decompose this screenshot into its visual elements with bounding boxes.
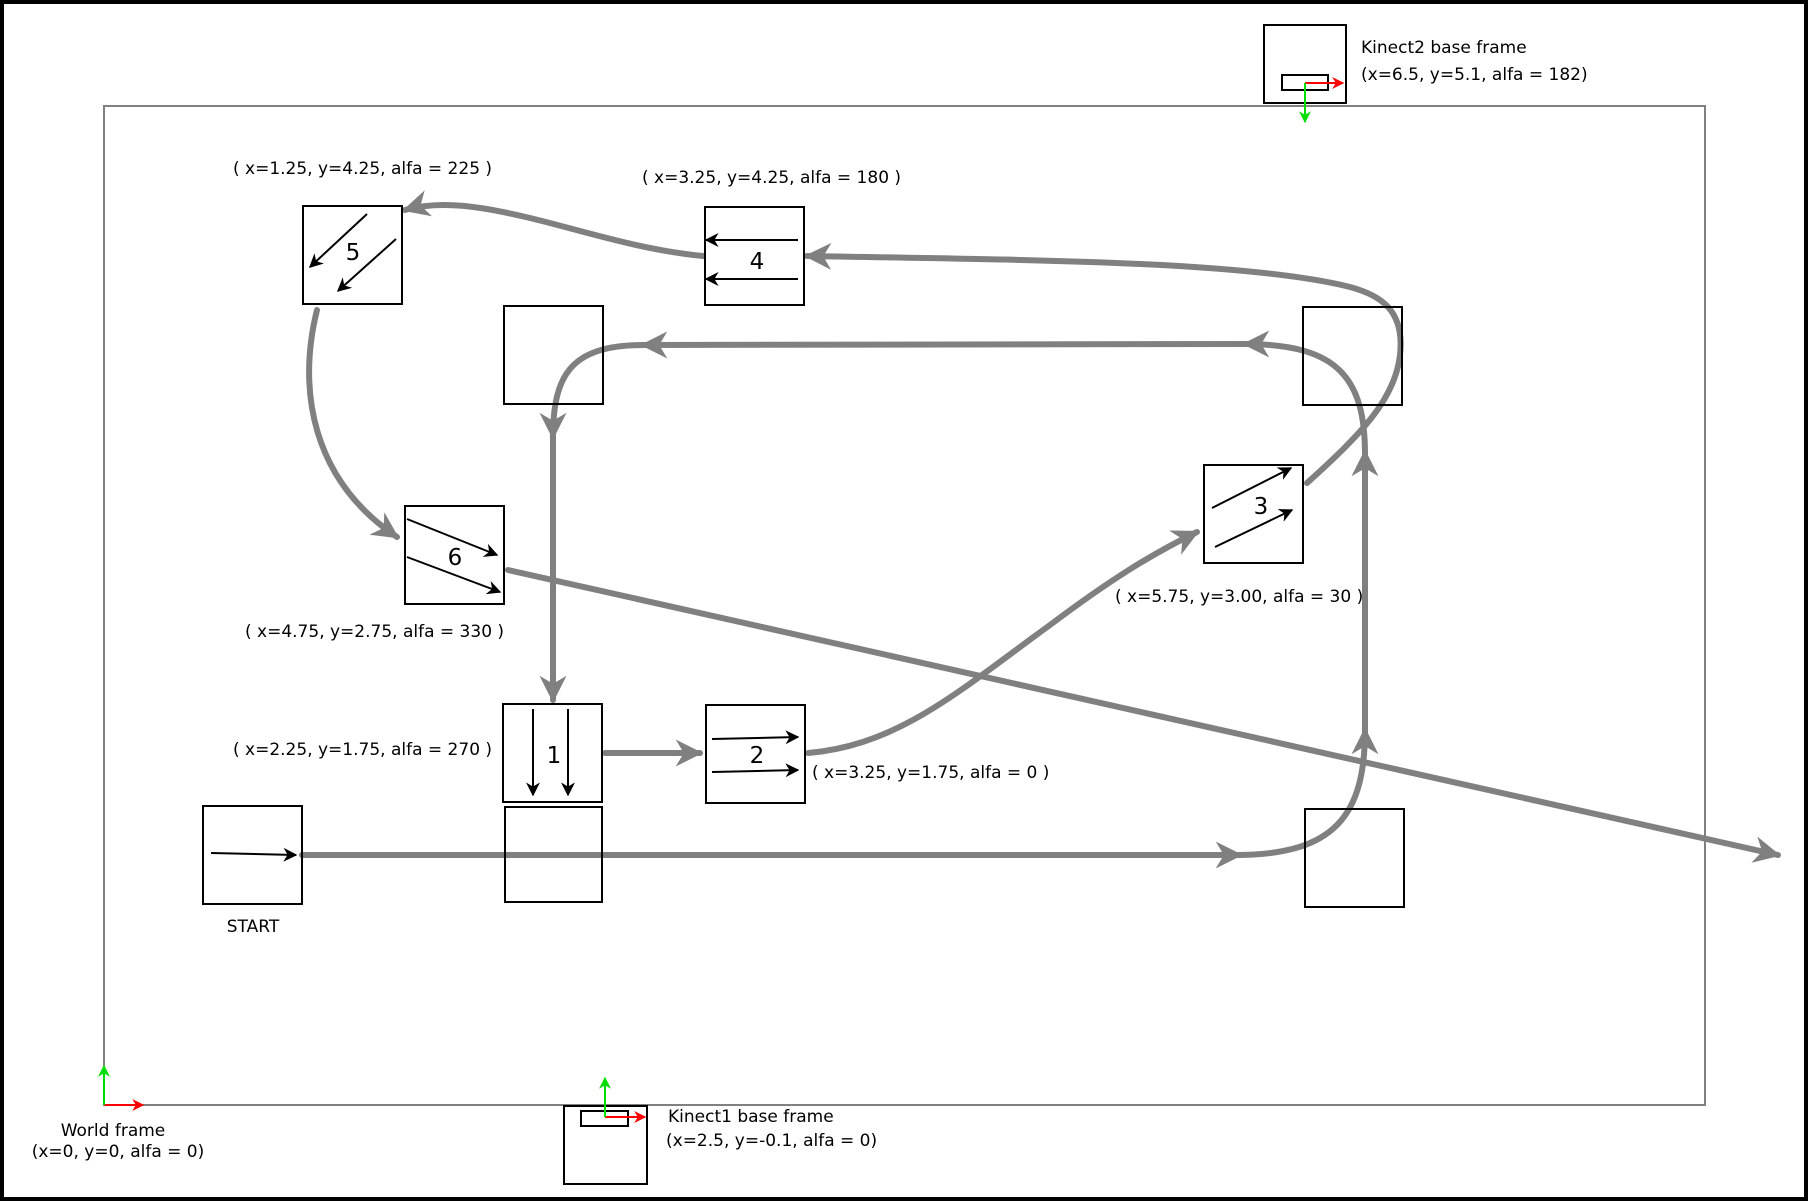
kinect2-title: Kinect2 base frame bbox=[1361, 38, 1527, 58]
path-5-to-6 bbox=[306, 307, 400, 540]
pose-label-3: ( x=5.75, y=3.00, alfa = 30 ) bbox=[1115, 587, 1363, 607]
pose-box-6 bbox=[404, 505, 505, 605]
pose-box-1 bbox=[502, 703, 603, 803]
start-label: START bbox=[227, 917, 280, 937]
pose-label-1: ( x=2.25, y=1.75, alfa = 270 ) bbox=[233, 740, 492, 760]
kinect2-pose: (x=6.5, y=5.1, alfa = 182) bbox=[1361, 65, 1588, 85]
obstacle-box-bottom-left bbox=[504, 806, 603, 903]
field-boundary bbox=[103, 105, 1706, 1106]
world-frame-title: World frame bbox=[61, 1121, 166, 1141]
kinect1-pose: (x=2.5, y=-0.1, alfa = 0) bbox=[666, 1131, 877, 1151]
pose-number-3: 3 bbox=[1254, 494, 1269, 520]
kinect1-title: Kinect1 base frame bbox=[668, 1107, 834, 1127]
obstacle-box-bottom-right bbox=[1304, 808, 1405, 908]
pose-box-5 bbox=[302, 205, 403, 305]
pose-number-2: 2 bbox=[750, 743, 765, 769]
pose-box-2 bbox=[705, 704, 806, 804]
obstacle-box-top-left bbox=[503, 305, 604, 405]
pose-label-5: ( x=1.25, y=4.25, alfa = 225 ) bbox=[233, 159, 492, 179]
pose-number-5: 5 bbox=[346, 240, 361, 266]
world-frame-axes bbox=[98, 1064, 145, 1111]
path-6-exit bbox=[505, 567, 1781, 863]
pose-number-6: 6 bbox=[448, 545, 463, 571]
start-box bbox=[202, 805, 303, 905]
robot-path bbox=[299, 190, 1781, 869]
pose-number-1: 1 bbox=[547, 743, 562, 769]
kinect1-sensor bbox=[563, 1076, 648, 1185]
pose-label-4: ( x=3.25, y=4.25, alfa = 180 ) bbox=[642, 168, 901, 188]
obstacle-box-top-right bbox=[1302, 306, 1403, 406]
pose-label-2: ( x=3.25, y=1.75, alfa = 0 ) bbox=[812, 763, 1049, 783]
kinect2-sensor bbox=[1263, 24, 1347, 124]
pose-box-4 bbox=[704, 206, 805, 306]
pose-label-6: ( x=4.75, y=2.75, alfa = 330 ) bbox=[245, 622, 504, 642]
path-top-left-curve bbox=[539, 342, 648, 440]
path-2-to-3 bbox=[805, 529, 1200, 756]
path-4-to-5 bbox=[402, 190, 706, 259]
world-frame-pose: (x=0, y=0, alfa = 0) bbox=[32, 1142, 205, 1162]
pose-number-4: 4 bbox=[750, 249, 765, 275]
path-top-horizontal bbox=[640, 331, 1253, 359]
path-3-to-4 bbox=[804, 242, 1404, 486]
pose-box-3 bbox=[1203, 464, 1304, 564]
path-top-right-curve bbox=[1242, 330, 1368, 458]
